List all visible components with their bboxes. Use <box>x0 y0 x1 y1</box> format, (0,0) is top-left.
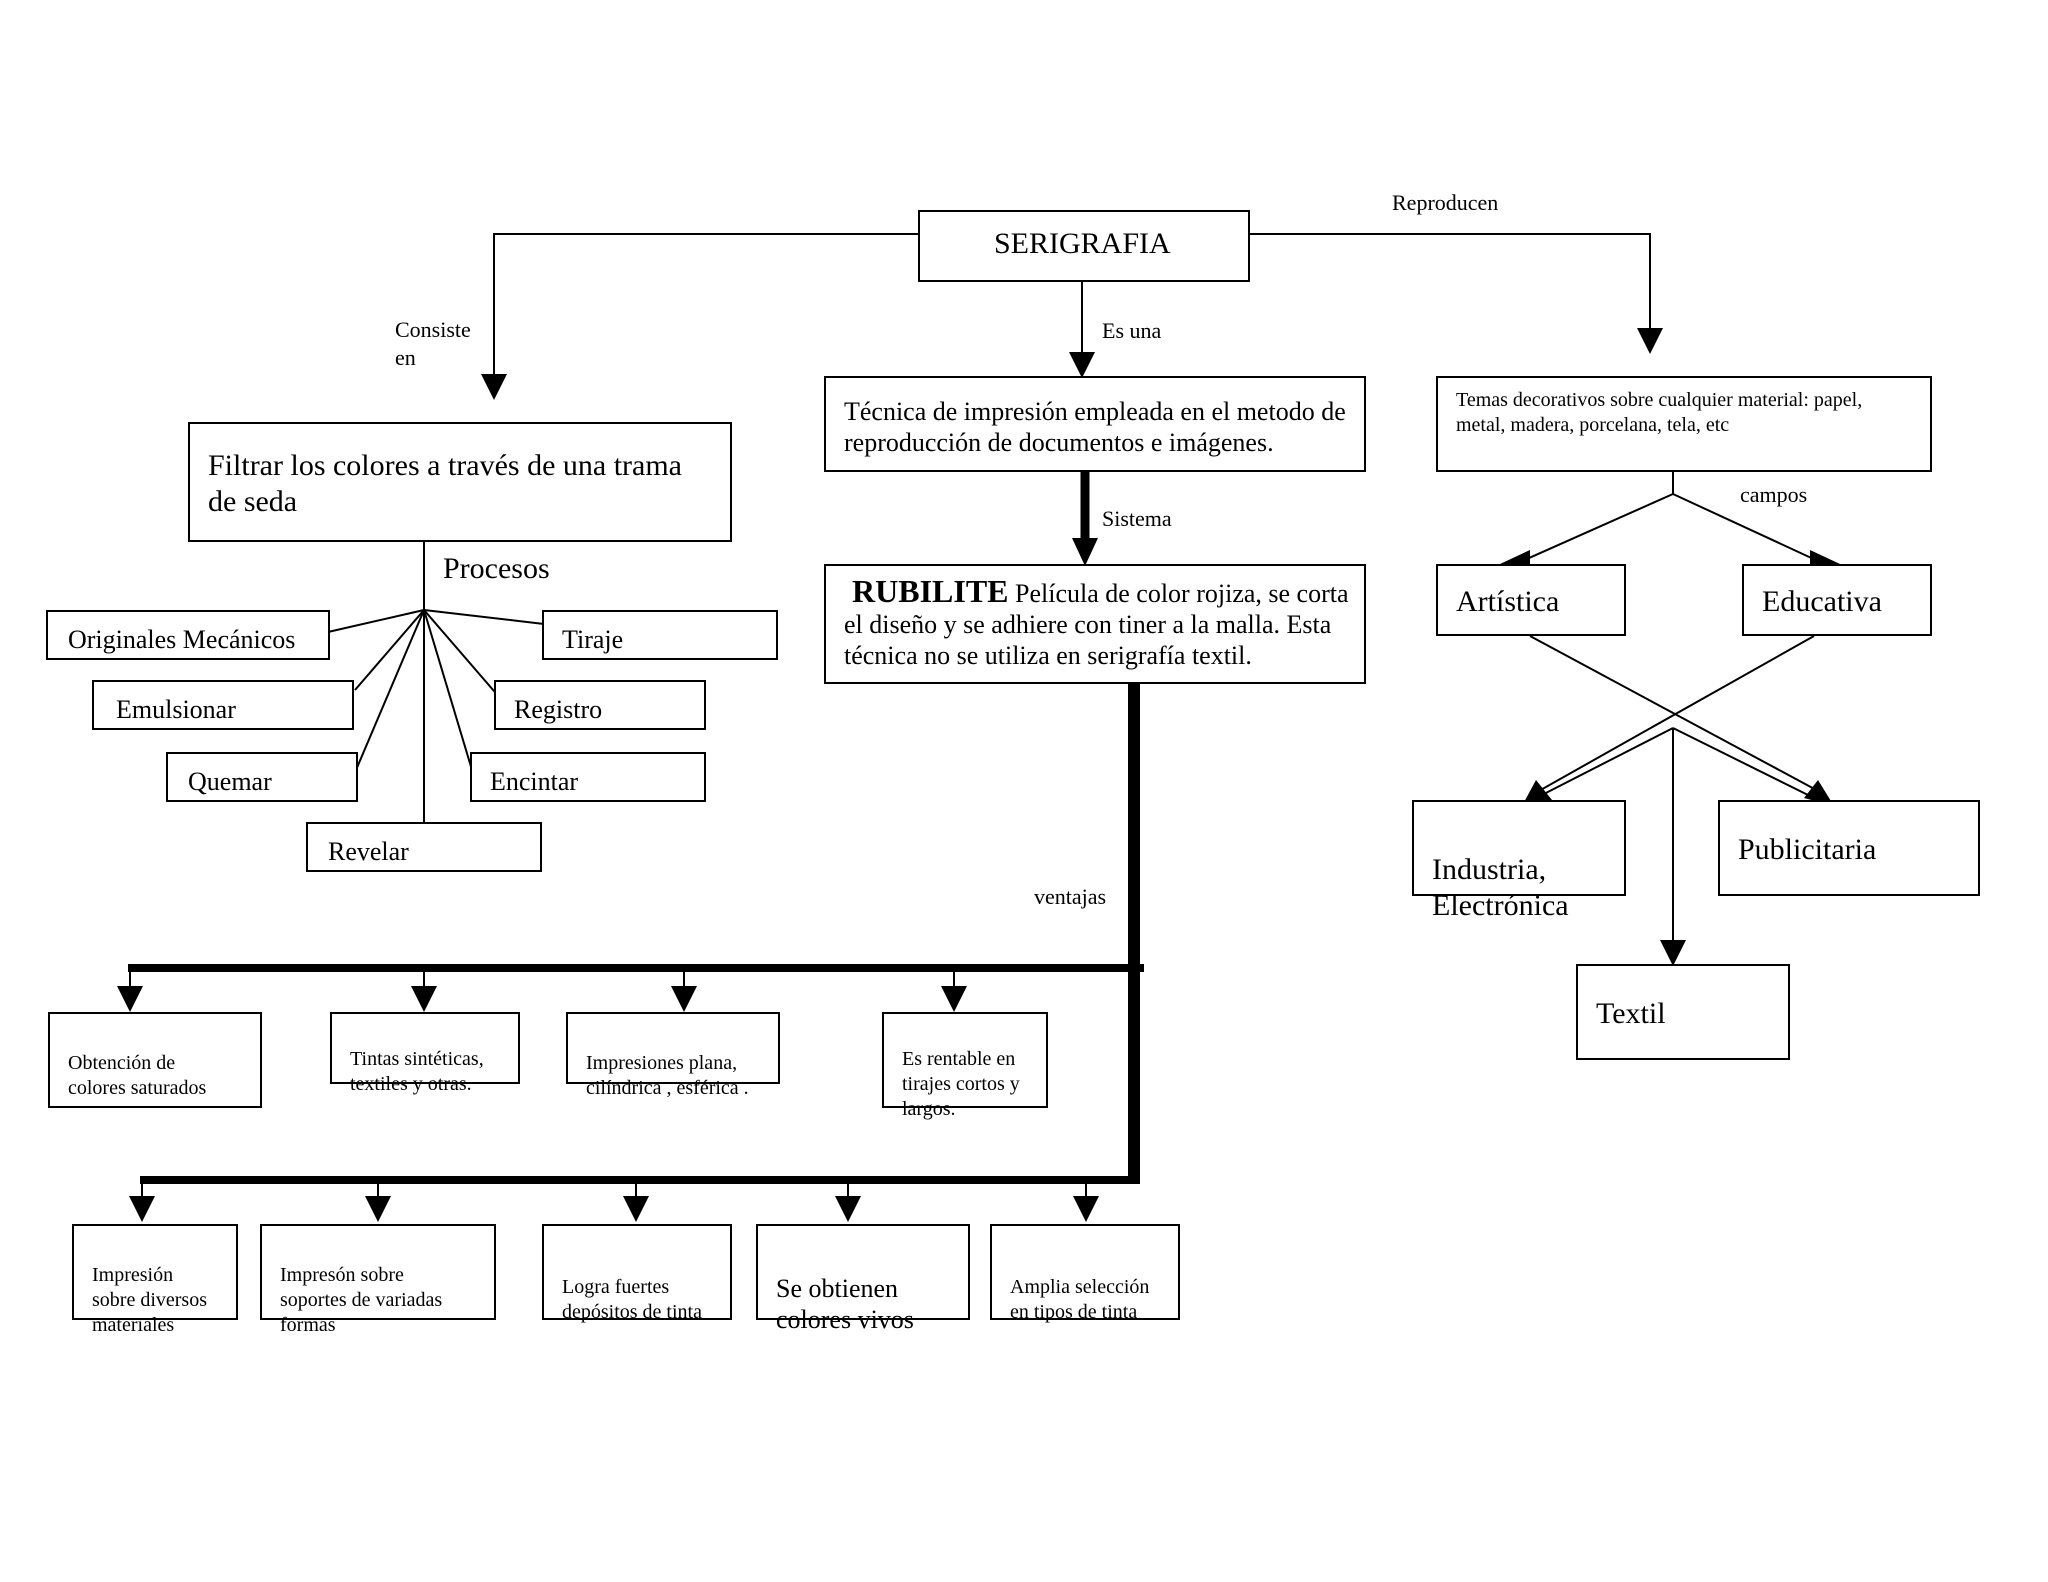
field-textil: Textil <box>1576 964 1790 1060</box>
rubilite-title: RUBILITE <box>852 573 1009 609</box>
serigrafia-title: SERIGRAFIA <box>994 227 1171 260</box>
advantage-colores-vivos: Se obtienen colores vivos <box>756 1224 970 1334</box>
advantage-tintas-sinteticas: Tintas sintéticas, textiles y otras. <box>330 1012 520 1095</box>
label-consiste-en: Consiste en <box>395 317 471 370</box>
definition-box: Filtrar los colores a través de una tram… <box>188 422 732 542</box>
field-artistica: Artística <box>1436 564 1626 636</box>
label-procesos: Procesos <box>443 552 550 585</box>
advantage-depositos-tinta: Logra fuertes depósitos de tinta <box>542 1224 732 1323</box>
advantage-seleccion-tinta: Amplia selección en tipos de tinta <box>990 1224 1180 1323</box>
tecnica-text: Técnica de impresión empleada en el meto… <box>844 397 1346 457</box>
advantage-colores-saturados: Obtención de colores saturados <box>48 1012 262 1108</box>
label-sistema: Sistema <box>1102 506 1172 531</box>
advantage-impresiones-plana: Impresiones plana, cilíndrica , esférica… <box>566 1012 780 1099</box>
temas-text: Temas decorativos sobre cualquier materi… <box>1456 389 1863 436</box>
process-registro: Registro <box>494 680 706 730</box>
advantage-rentable: Es rentable en tirajes cortos y largos. <box>882 1012 1048 1120</box>
process-tiraje: Tiraje <box>542 610 778 660</box>
process-quemar: Quemar <box>166 752 358 802</box>
definition-text: Filtrar los colores a través de una tram… <box>208 449 682 518</box>
label-campos: campos <box>1740 482 1808 507</box>
label-reproducen: Reproducen <box>1392 190 1499 215</box>
serigrafia-title-box: SERIGRAFIA <box>918 210 1250 282</box>
process-encintar: Encintar <box>470 752 706 802</box>
rubilite-box: RUBILITE Película de color rojiza, se co… <box>824 564 1366 684</box>
field-publicitaria: Publicitaria <box>1718 800 1980 896</box>
advantage-variadas-formas: Impresón sobre soportes de variadas form… <box>260 1224 496 1336</box>
advantage-diversos-materiales: Impresión sobre diversos materiales <box>72 1224 238 1336</box>
process-revelar: Revelar <box>306 822 542 872</box>
label-es-una: Es una <box>1102 318 1162 343</box>
process-originales-mecanicos: Originales Mecánicos <box>46 610 330 660</box>
tecnica-box: Técnica de impresión empleada en el meto… <box>824 376 1366 472</box>
label-ventajas: ventajas <box>1034 884 1107 909</box>
field-industria-electronica: Industria, Electrónica <box>1412 800 1626 922</box>
field-educativa: Educativa <box>1742 564 1932 636</box>
process-emulsionar: Emulsionar <box>92 680 354 730</box>
temas-box: Temas decorativos sobre cualquier materi… <box>1436 376 1932 472</box>
rubilite-text: Película de color rojiza, se corta el di… <box>844 579 1349 670</box>
